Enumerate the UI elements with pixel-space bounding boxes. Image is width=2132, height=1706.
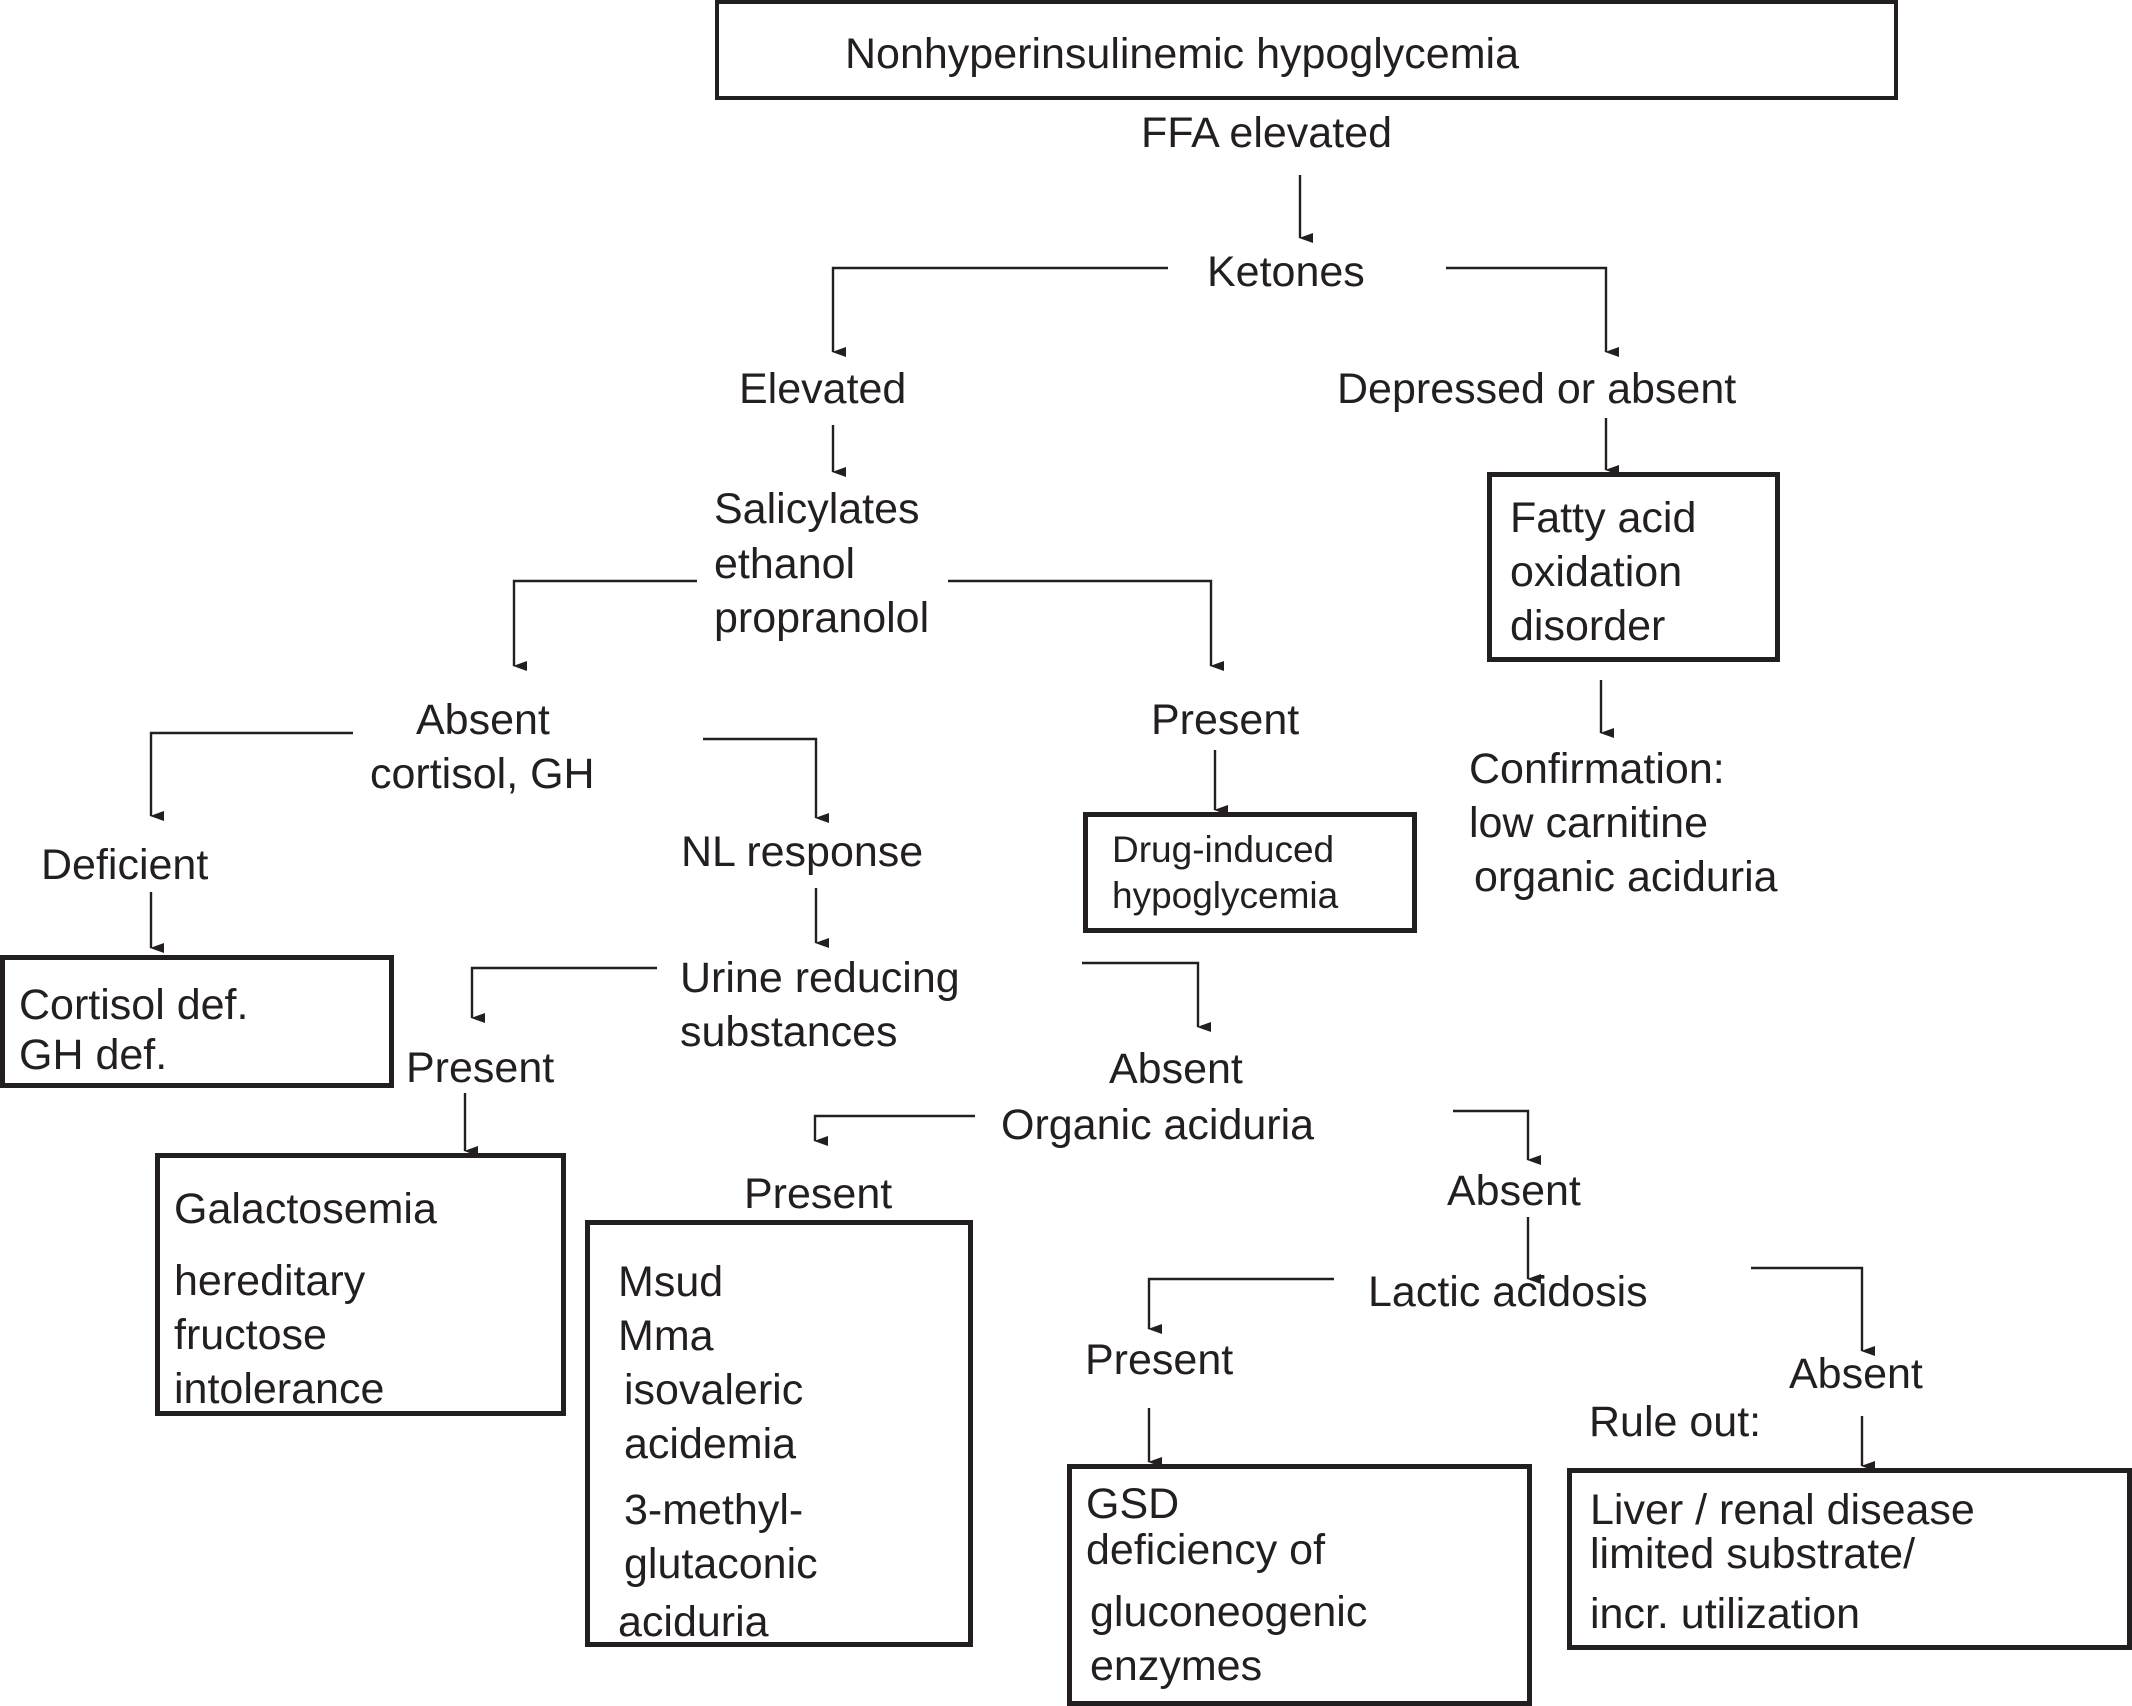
- node-substances: substances: [680, 1008, 898, 1056]
- fao-line-3: disorder: [1510, 602, 1666, 650]
- node-salicylates: Salicylates: [714, 485, 920, 533]
- arrow-lactic-present: [1147, 1277, 1334, 1334]
- gsd-box: GSD deficiency of gluconeogenic enzymes: [1067, 1464, 1532, 1706]
- node-present-lactic: Present: [1085, 1336, 1234, 1384]
- title-box: Nonhyperinsulinemic hypoglycemia: [715, 0, 1898, 100]
- arrow-organic-present: [813, 1114, 975, 1146]
- cortisol-gh-box: Cortisol def. GH def.: [0, 955, 394, 1088]
- gh-def: GH def.: [19, 1031, 168, 1079]
- organic-line-1: Msud: [618, 1258, 724, 1306]
- organic-acid-box: Msud Mma isovaleric acidemia 3-methyl- g…: [585, 1220, 973, 1647]
- arrow-organic-absent: [1453, 1109, 1541, 1165]
- gsd-line-2: deficiency of: [1086, 1526, 1326, 1574]
- organic-line-7: aciduria: [618, 1598, 769, 1646]
- arrow-ketones-elevated: [831, 266, 1168, 357]
- node-absent: Absent: [416, 696, 550, 744]
- arrow-urine-present: [470, 966, 657, 1023]
- organic-line-5: 3-methyl-: [624, 1486, 804, 1534]
- node-present-urine: Present: [406, 1044, 555, 1092]
- galactosemia-line-1: Galactosemia: [174, 1185, 437, 1233]
- confirmation-label: Confirmation:: [1469, 745, 1725, 793]
- arrow-absent-nl: [703, 737, 829, 823]
- node-absent-urine: Absent: [1109, 1045, 1243, 1093]
- galactosemia-line-4: intolerance: [174, 1365, 385, 1413]
- organic-line-2: Mma: [618, 1312, 714, 1360]
- galactosemia-line-3: fructose: [174, 1311, 327, 1359]
- node-urine-reducing: Urine reducing: [680, 954, 960, 1002]
- node-cortisol-gh: cortisol, GH: [370, 750, 595, 798]
- liver-line-2: limited substrate/: [1590, 1530, 1916, 1578]
- node-ffa-elevated: FFA elevated: [1141, 109, 1392, 157]
- liver-renal-box: Liver / renal disease limited substrate/…: [1567, 1468, 2132, 1650]
- drug-induced-box: Drug-induced hypoglycemia: [1083, 812, 1417, 933]
- cortisol-def: Cortisol def.: [19, 981, 249, 1029]
- fao-line-1: Fatty acid: [1510, 494, 1697, 542]
- node-ethanol: ethanol: [714, 540, 856, 588]
- arrow-drugs-absent: [512, 579, 697, 671]
- confirmation-carnitine: low carnitine: [1469, 799, 1708, 847]
- node-nl-response: NL response: [681, 828, 924, 876]
- galactosemia-line-2: hereditary: [174, 1257, 366, 1305]
- fao-disorder-box: Fatty acid oxidation disorder: [1487, 472, 1780, 662]
- node-elevated: Elevated: [739, 365, 907, 413]
- node-absent-organic: Absent: [1447, 1167, 1581, 1215]
- gsd-line-3: gluconeogenic: [1090, 1588, 1368, 1636]
- confirmation-aciduria: organic aciduria: [1474, 853, 1778, 901]
- arrow-drugs-present: [948, 579, 1224, 671]
- arrow-absent-deficient: [149, 731, 353, 821]
- node-deficient: Deficient: [41, 841, 209, 889]
- liver-line-1: Liver / renal disease: [1590, 1486, 1975, 1534]
- node-lactic-acidosis: Lactic acidosis: [1368, 1268, 1648, 1316]
- organic-line-4: acidemia: [624, 1420, 797, 1468]
- title-text: Nonhyperinsulinemic hypoglycemia: [845, 30, 1519, 78]
- organic-line-6: glutaconic: [624, 1540, 818, 1588]
- arrow-ketones-depressed: [1446, 266, 1619, 357]
- node-depressed-or-absent: Depressed or absent: [1337, 365, 1737, 413]
- gsd-line-1: GSD: [1086, 1480, 1180, 1528]
- liver-line-3: incr. utilization: [1590, 1590, 1861, 1638]
- node-present-organic: Present: [744, 1170, 893, 1218]
- node-absent-lactic: Absent: [1789, 1350, 1923, 1398]
- node-ketones: Ketones: [1207, 248, 1365, 296]
- arrow-urine-absent: [1082, 961, 1211, 1032]
- drug-box-line-2: hypoglycemia: [1112, 875, 1339, 916]
- node-organic-aciduria: Organic aciduria: [1001, 1101, 1315, 1149]
- arrow-lactic-absent: [1751, 1266, 1875, 1356]
- gsd-line-4: enzymes: [1090, 1642, 1263, 1690]
- node-propranolol: propranolol: [714, 594, 930, 642]
- node-present-drug: Present: [1151, 696, 1300, 744]
- organic-line-3: isovaleric: [624, 1366, 804, 1414]
- galactosemia-box: Galactosemia hereditary fructose intoler…: [155, 1153, 566, 1416]
- fao-line-2: oxidation: [1510, 548, 1683, 596]
- node-rule-out: Rule out:: [1589, 1398, 1762, 1446]
- drug-box-line-1: Drug-induced: [1112, 829, 1335, 870]
